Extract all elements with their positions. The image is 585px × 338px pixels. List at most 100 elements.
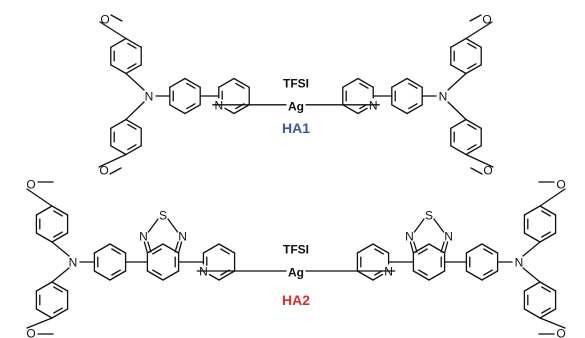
n-aryl-bond xyxy=(51,267,70,283)
silver-atom-ha1: Ag xyxy=(288,100,304,114)
ring-bond xyxy=(146,243,164,254)
n-s-bond xyxy=(433,218,445,233)
c-o-bond xyxy=(465,153,494,168)
o-methyl-bond xyxy=(470,167,483,175)
n-aryl-bond xyxy=(447,72,467,91)
ring-double-bond xyxy=(408,103,418,110)
oxygen-atom-left-top: O xyxy=(482,13,491,27)
ring-bond xyxy=(110,37,127,48)
pyridine-nitrogen-ha2-right: N xyxy=(199,265,208,279)
c-o-bond xyxy=(465,21,493,40)
ring-bond xyxy=(481,270,499,281)
thiadiazole-double-bond xyxy=(413,241,418,253)
ring-double-bond xyxy=(541,307,551,314)
ring-double-bond xyxy=(408,82,418,89)
ring-bond xyxy=(146,270,164,281)
ring-bond xyxy=(523,232,541,243)
ring-bond xyxy=(233,77,250,88)
n-aryl-bond xyxy=(447,101,467,121)
ring-double-bond xyxy=(541,210,551,217)
ring-bond xyxy=(465,145,482,156)
counterion-ha2: TFSI xyxy=(283,243,309,257)
ring-bond xyxy=(465,270,483,281)
oxygen-atom-ha2-right-top: O xyxy=(26,178,35,192)
n-aryl-bond xyxy=(51,241,70,257)
amine-nitrogen-left: N xyxy=(439,90,448,104)
ring-bond xyxy=(35,308,53,319)
ring-bond xyxy=(109,270,127,281)
ring-bond xyxy=(450,145,467,156)
ring-bond xyxy=(465,243,483,254)
ring-bond xyxy=(523,205,541,216)
ring-bond xyxy=(125,118,142,129)
thiadiazole-double-bond xyxy=(147,241,152,253)
n-aryl-bond xyxy=(522,241,541,257)
thiadiazole-double-bond xyxy=(440,241,445,253)
ring-bond xyxy=(224,107,235,115)
ring-bond xyxy=(184,77,201,88)
ring-double-bond xyxy=(53,231,63,238)
ring-bond xyxy=(162,270,180,281)
oxygen-atom-ha2-right-bottom: O xyxy=(26,327,35,338)
amine-nitrogen-ha2-right: N xyxy=(69,256,78,270)
ring-double-bond xyxy=(467,144,477,151)
ring-bond xyxy=(125,64,142,75)
c-o-bond xyxy=(26,188,53,207)
ring-bond xyxy=(218,77,235,88)
thiadiazole-nitrogen-right-a: N xyxy=(139,230,148,244)
thiadiazole-bond xyxy=(143,241,149,254)
n-s-bond xyxy=(413,218,425,233)
oxygen-atom-right-top: O xyxy=(100,13,109,27)
ring-double-bond xyxy=(127,42,137,49)
structure-ha1 xyxy=(98,14,494,175)
ring-bond xyxy=(169,77,186,88)
pyridine-nitrogen-right: N xyxy=(215,98,224,112)
ring-double-bond xyxy=(359,82,369,89)
ring-double-bond xyxy=(111,269,121,276)
o-methyl-bond xyxy=(469,14,482,22)
thiadiazole-nitrogen-left-b: N xyxy=(444,230,453,244)
thiadiazole-bond xyxy=(409,241,415,254)
ring-bond xyxy=(391,77,408,88)
silver-atom-ha2: Ag xyxy=(288,266,304,280)
ring-bond xyxy=(51,308,69,319)
o-methyl-bond xyxy=(110,14,123,22)
oxygen-atom-left-bottom: O xyxy=(483,164,492,178)
ring-bond xyxy=(539,308,557,319)
c-o-bond xyxy=(98,153,127,168)
ring-bond xyxy=(539,232,557,243)
ring-bond xyxy=(51,205,69,216)
ring-double-bond xyxy=(467,63,477,70)
ring-double-bond xyxy=(541,231,551,238)
ring-bond xyxy=(428,270,446,281)
ring-bond xyxy=(428,243,446,254)
ring-bond xyxy=(233,104,250,115)
ring-bond xyxy=(450,118,467,129)
ring-bond xyxy=(357,107,368,115)
c-o-bond xyxy=(26,317,53,329)
ring-double-bond xyxy=(220,248,230,255)
compound-label-ha2: HA2 xyxy=(282,292,310,308)
compound-label-ha1: HA1 xyxy=(282,120,310,136)
thiadiazole-nitrogen-left-a: N xyxy=(405,230,414,244)
thiadiazole-nitrogen-right-b: N xyxy=(178,230,187,244)
thiadiazole-bond xyxy=(177,241,183,254)
pyridine-nitrogen-ha2-left: N xyxy=(384,265,393,279)
oxygen-atom-right-bottom: O xyxy=(99,164,108,178)
oxygen-atom-ha2-left-top: O xyxy=(556,178,565,192)
ring-bond xyxy=(169,104,186,115)
ring-bond xyxy=(481,243,499,254)
thiadiazole-double-bond xyxy=(174,241,179,253)
ring-double-bond xyxy=(152,248,162,255)
ring-double-bond xyxy=(374,248,384,255)
ring-bond xyxy=(125,37,142,48)
ring-bond xyxy=(523,281,541,292)
ring-bond xyxy=(342,104,359,115)
ring-double-bond xyxy=(53,307,63,314)
ring-bond xyxy=(356,270,374,281)
ring-bond xyxy=(125,145,142,156)
ring-double-bond xyxy=(111,248,121,255)
ring-double-bond xyxy=(152,269,162,276)
